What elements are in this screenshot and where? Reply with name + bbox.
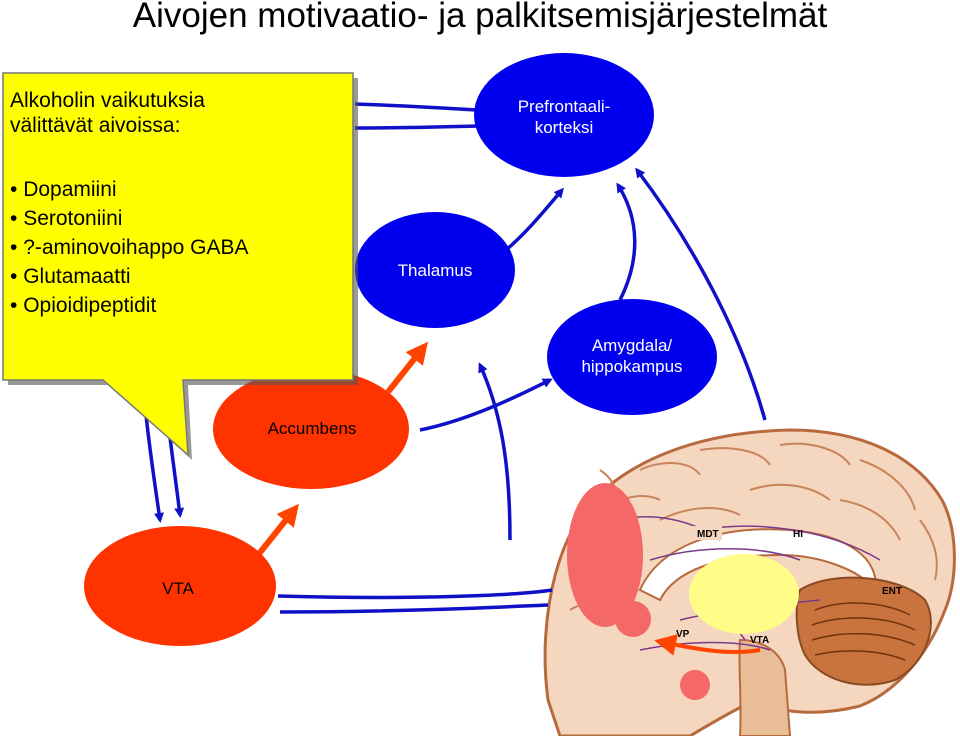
arrow-amygdala-to-prefrontal	[616, 182, 637, 301]
arrow-thalamus-to-prefrontal	[498, 187, 564, 257]
node-prefrontal-cortex	[474, 53, 654, 177]
list-item: Dopamiini	[10, 175, 249, 204]
amygdala-label-line2: hippokampus	[581, 357, 683, 376]
amygdala-highlight	[680, 670, 710, 700]
list-item: Serotoniini	[10, 204, 249, 233]
cerebellum-folds	[811, 602, 916, 661]
list-item: Glutamaatti	[10, 262, 249, 291]
mdt-label-bg	[692, 526, 722, 540]
arrow-to-thalamus-from-brain	[478, 362, 512, 541]
vta-label: VTA	[162, 579, 194, 598]
node-vta	[84, 526, 276, 646]
callout-heading-line2: välittävät aivoissa:	[10, 114, 181, 137]
brain-label-mdt: MDT	[697, 529, 719, 540]
arrow-prefrontal-to-left2	[354, 124, 481, 130]
thalamus-label: Thalamus	[397, 261, 473, 280]
thalamus-highlight	[689, 554, 799, 634]
prefrontal-label: Prefrontaali- korteksi	[474, 96, 654, 138]
cerebellum	[795, 576, 932, 686]
brain-label-ent: ENT	[882, 586, 902, 597]
dopamine-pathway-arrow	[654, 634, 761, 656]
prefrontal-label-line2: korteksi	[534, 118, 594, 137]
arrow-vta-to-brain	[279, 603, 549, 614]
prefrontal-highlight	[567, 483, 643, 627]
brain-label-hi: HI	[793, 529, 803, 540]
brain-label-vp: VP	[676, 629, 690, 640]
node-accumbens	[213, 369, 409, 489]
amygdala-label-line1: Amygdala/	[591, 336, 673, 355]
node-amygdala-hippocampus	[547, 299, 717, 415]
accumbens-label: Accumbens	[267, 419, 357, 438]
accumbens-highlight	[615, 601, 651, 637]
prefrontal-label-line1: Prefrontaali-	[517, 97, 611, 116]
neurotransmitter-list: Dopamiini Serotoniini ?-aminovoihappo GA…	[10, 175, 249, 320]
amygdala-label: Amygdala/ hippokampus	[547, 335, 717, 377]
page-title: Aivojen motivaatio- ja palkitsemisjärjes…	[132, 0, 828, 35]
arrow-prefrontal-to-left	[354, 102, 481, 112]
arrow-vta-to-prefrontal	[277, 588, 553, 600]
callout-heading: Alkoholin vaikutuksia välittävät aivoiss…	[10, 88, 205, 138]
brain-label-vta: VTA	[750, 635, 769, 646]
arrow-brain-to-prefrontal	[635, 167, 767, 421]
node-thalamus	[355, 212, 515, 328]
arrow-vta-to-accumbens	[255, 503, 299, 557]
red-connections	[255, 341, 428, 557]
arrow-accumbens-to-amygdala	[419, 378, 553, 432]
callout-heading-line1: Alkoholin vaikutuksia	[10, 89, 205, 112]
arrow-accumbens-to-thalamus	[385, 341, 428, 394]
list-item: Opioidipeptidit	[10, 291, 249, 320]
brainstem	[738, 638, 792, 736]
brain-illustration: MDT HI ENT VP VTA	[543, 428, 956, 736]
list-item: ?-aminovoihappo GABA	[10, 233, 248, 262]
